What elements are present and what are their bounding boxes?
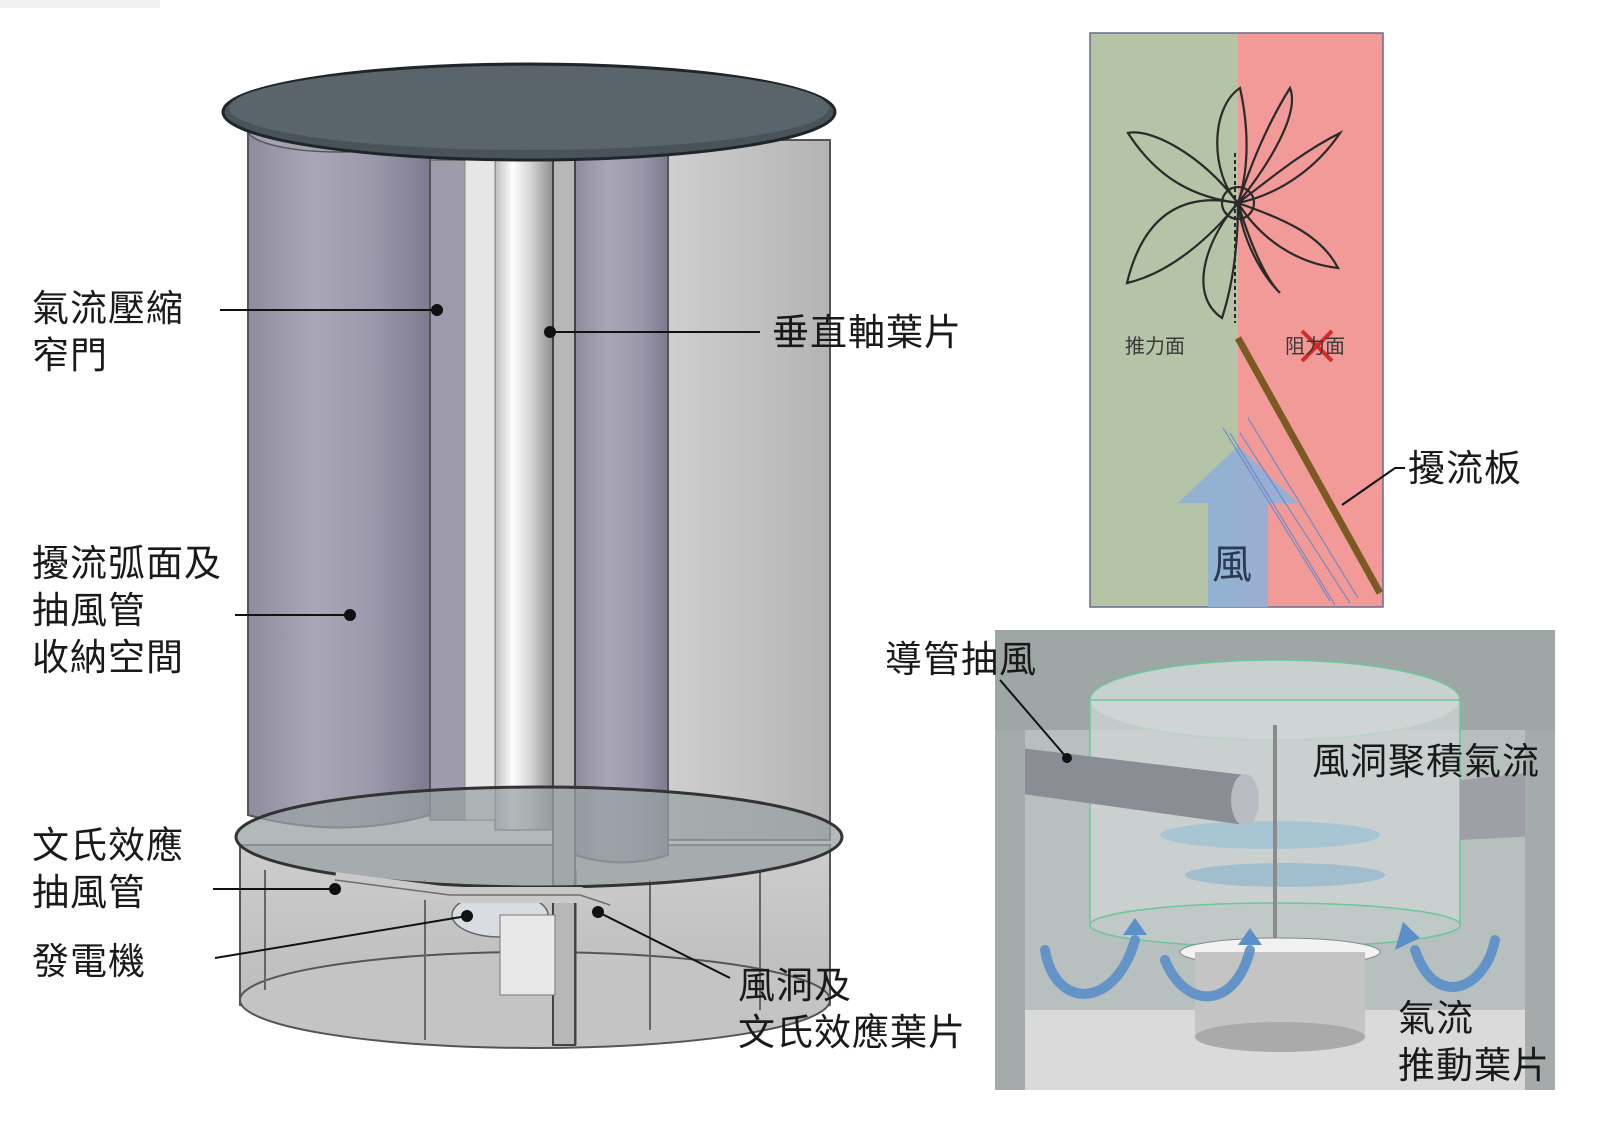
left-cylinder (247, 129, 431, 829)
label-resist-face: 阻力面 (1285, 334, 1345, 358)
label-wind: 風 (1212, 542, 1253, 588)
label-deflector-storage-line2: 抽風管 (32, 589, 146, 632)
right-cylinder (574, 94, 669, 864)
label-airflow-push-line1: 氣流 (1398, 997, 1474, 1040)
cross-mark (1300, 329, 1334, 363)
inset-top (1089, 32, 1384, 608)
label-wind-tunnel-line1: 風洞及 (738, 964, 852, 1007)
housing-panel (664, 139, 831, 841)
label-generator: 發電機 (32, 940, 146, 983)
label-deflector-storage-line3: 收納空間 (32, 636, 184, 679)
label-deflector-storage: 擾流弧面及 抽風管 收納空間 (32, 540, 222, 681)
suction-pipe (995, 745, 1245, 825)
label-vertical-blade: 垂直軸葉片 (772, 311, 962, 354)
label-wind-tunnel-blade: 風洞及 文氏效應葉片 (738, 962, 966, 1056)
middle-disc (234, 785, 844, 889)
flow-arrows (1040, 935, 1500, 1002)
wind-arrow (1178, 446, 1298, 607)
deflector-plate (1234, 336, 1384, 595)
top-left-strip (0, 0, 160, 8)
inset-bottom (995, 630, 1555, 1090)
rotor-icon (1125, 85, 1344, 320)
label-deflector: 擾流板 (1408, 447, 1522, 490)
label-airflow-push: 氣流 推動葉片 (1398, 995, 1550, 1089)
label-compression-gate-line2: 窄門 (32, 334, 108, 377)
label-deflector-storage-line1: 擾流弧面及 (32, 542, 222, 585)
vertical-shaft (494, 144, 554, 831)
label-duct-suction: 導管抽風 (885, 638, 1037, 681)
label-wind-tunnel-line2: 文氏效應葉片 (738, 1011, 966, 1054)
label-tunnel-accumulate: 風洞聚積氣流 (1312, 740, 1540, 783)
label-venturi-pipe-line2: 抽風管 (32, 871, 146, 914)
label-airflow-push-line2: 推動葉片 (1398, 1044, 1550, 1087)
label-thrust-face: 推力面 (1125, 334, 1185, 358)
label-compression-gate: 氣流壓縮 窄門 (32, 285, 184, 379)
label-venturi-pipe-line1: 文氏效應 (32, 824, 184, 867)
label-venturi-pipe: 文氏效應 抽風管 (32, 822, 184, 916)
label-compression-gate-line1: 氣流壓縮 (32, 287, 184, 330)
